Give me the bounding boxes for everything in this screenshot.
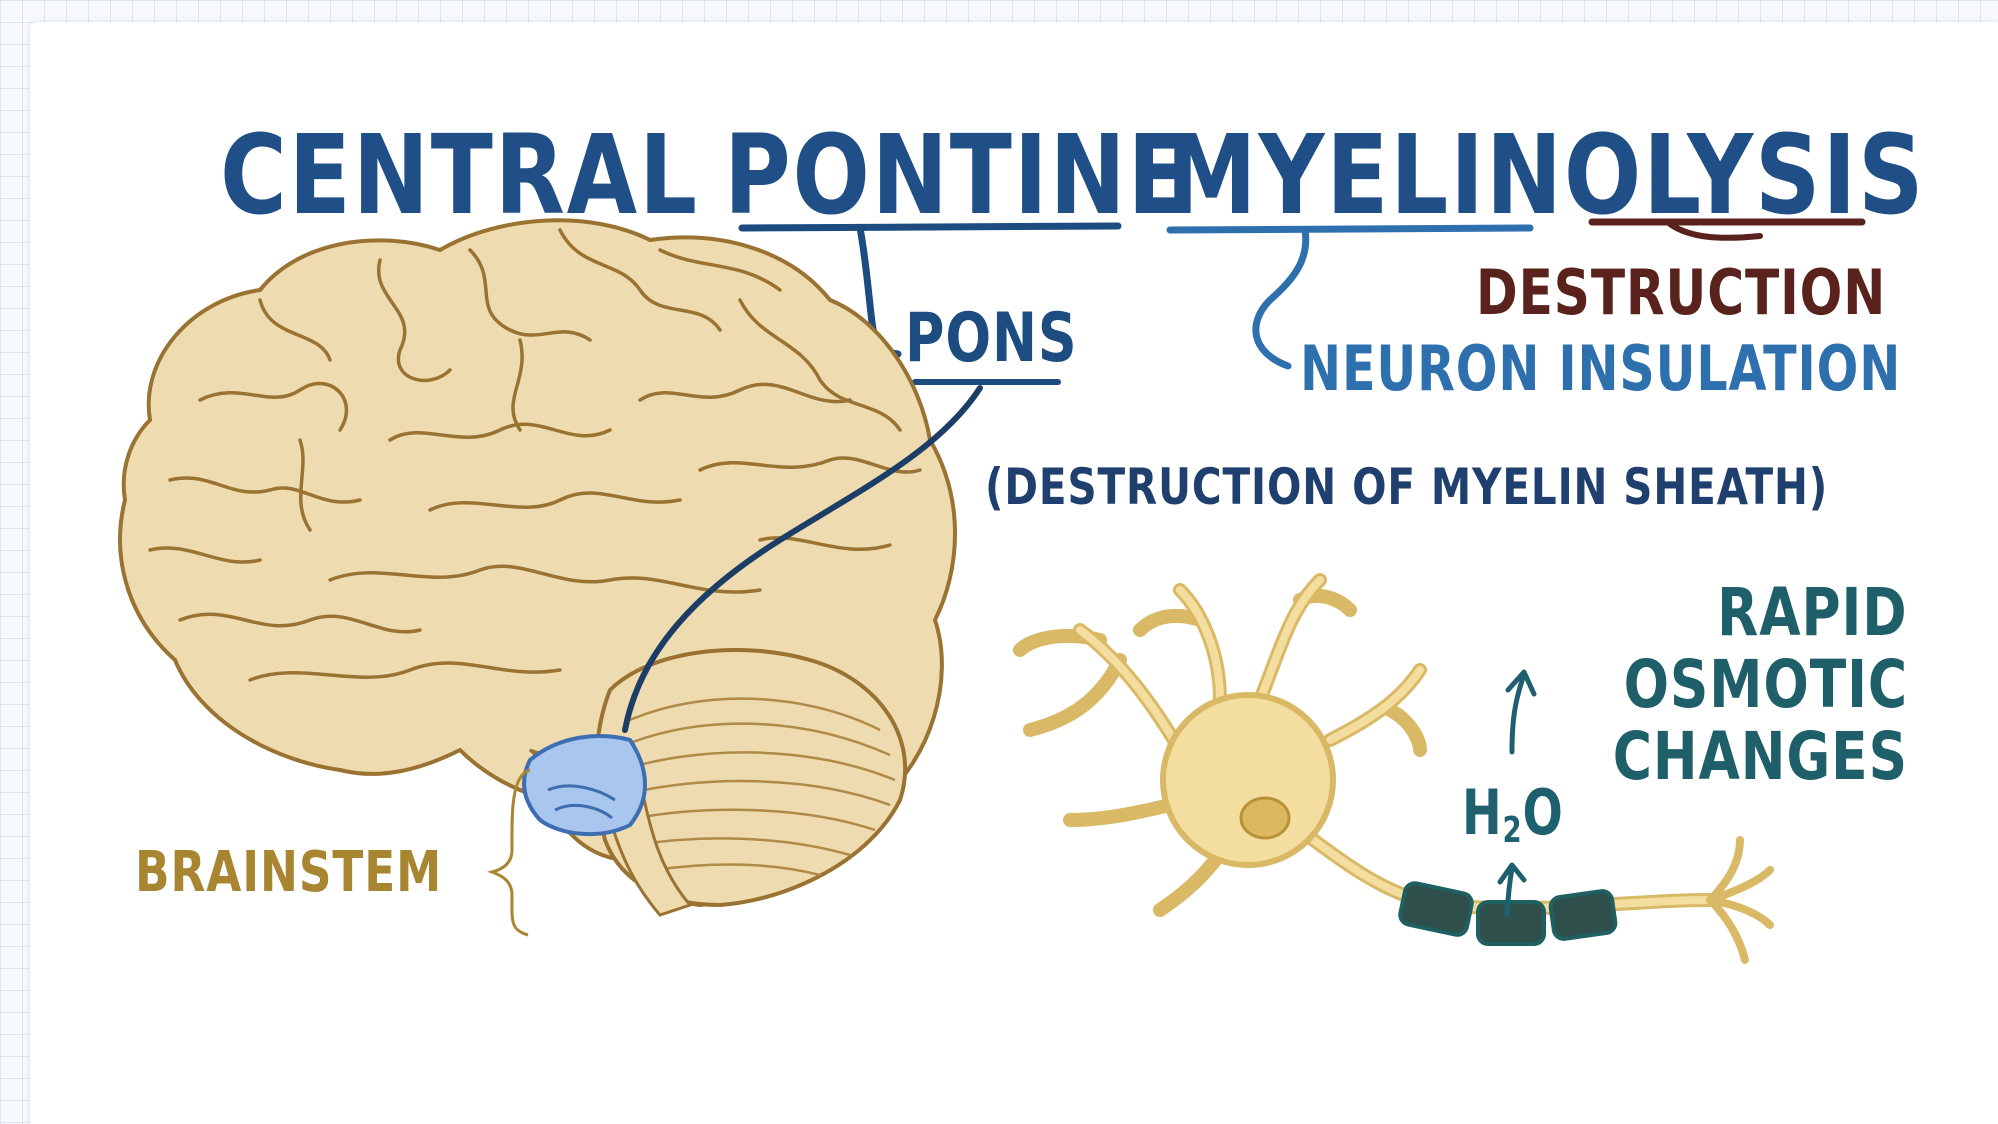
pons-label: PONS bbox=[905, 305, 1078, 373]
h2o-h: H bbox=[1462, 776, 1503, 849]
neuron-insulation-label: NEURON INSULATION bbox=[1300, 338, 1901, 400]
pons-highlight bbox=[524, 736, 645, 834]
osmotic-label: OSMOTIC bbox=[1624, 652, 1908, 718]
h2o-o: O bbox=[1523, 776, 1564, 849]
title-word-central: CENTRAL bbox=[220, 120, 699, 230]
title-word-pontine: PONTINE bbox=[724, 120, 1192, 230]
h2o-subscript: 2 bbox=[1503, 810, 1523, 851]
brainstem-label: BRAINSTEM bbox=[135, 845, 442, 901]
h2o-label: H2O bbox=[1462, 782, 1564, 849]
changes-label: CHANGES bbox=[1613, 724, 1908, 790]
myelin-sheath-label: (DESTRUCTION OF MYELIN SHEATH) bbox=[985, 462, 1828, 512]
title-word-myelinolysis: MYELINOLYSIS bbox=[1166, 120, 1925, 230]
destruction-label: DESTRUCTION bbox=[1476, 262, 1886, 324]
rapid-label: RAPID bbox=[1718, 580, 1908, 646]
